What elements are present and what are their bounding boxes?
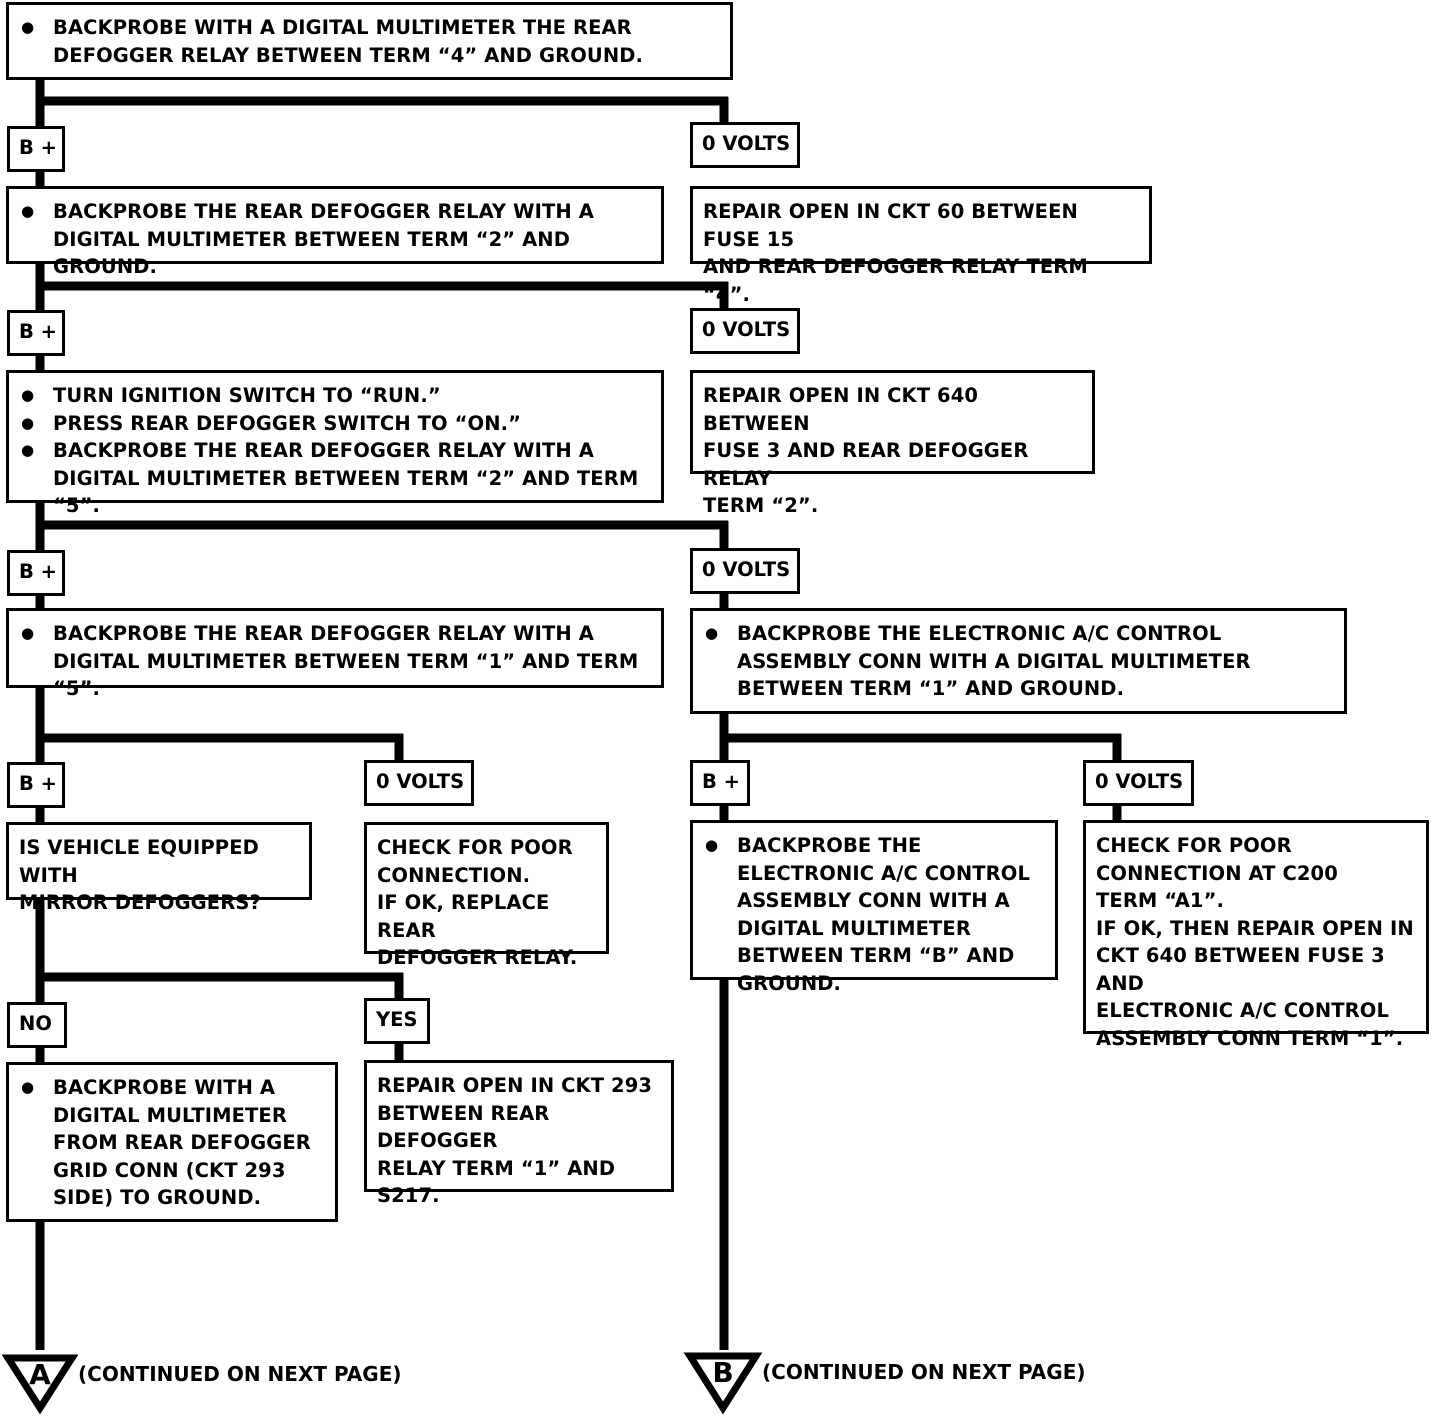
check-text: CHECK FOR POOR CONNECTION AT C200 TERM “…: [1096, 834, 1414, 1050]
continued-note-a: (CONTINUED ON NEXT PAGE): [78, 1362, 402, 1386]
repair-box-ckt-640-fuse-3: REPAIR OPEN IN CKT 640 BETWEEN FUSE 3 AN…: [690, 370, 1095, 517]
connector-b-letter: B: [712, 1356, 734, 1389]
step-bullet: BACKPROBE THE REAR DEFOGGER RELAY WITH A…: [19, 198, 651, 281]
step-bullet: TURN IGNITION SWITCH TO “RUN.”: [19, 382, 651, 410]
check-text: CHECK FOR POOR CONNECTION. IF OK, REPLAC…: [377, 836, 578, 969]
answer-label-yes: YES: [364, 998, 430, 1044]
result-label-zero-volts: 0 VOLTS: [1083, 760, 1194, 806]
step-box-relay-term-4: BACKPROBE WITH A DIGITAL MULTIMETER THE …: [6, 2, 733, 80]
connector-a-letter: A: [29, 1358, 51, 1391]
answer-label-no: NO: [7, 1002, 67, 1048]
step-box-ignition-run: TURN IGNITION SWITCH TO “RUN.” PRESS REA…: [6, 370, 664, 517]
repair-text: REPAIR OPEN IN CKT 640 BETWEEN FUSE 3 AN…: [703, 384, 1029, 517]
result-label-bplus: B +: [7, 762, 65, 808]
step-box-ac-control-term-b: BACKPROBE THE ELECTRONIC A/C CONTROL ASS…: [690, 820, 1058, 995]
result-label-zero-volts: 0 VOLTS: [364, 760, 474, 806]
step-bullet: PRESS REAR DEFOGGER SWITCH TO “ON.”: [19, 410, 651, 438]
step-bullet: BACKPROBE THE REAR DEFOGGER RELAY WITH A…: [19, 620, 651, 703]
step-bullet: BACKPROBE THE ELECTRONIC A/C CONTROL ASS…: [703, 832, 1045, 997]
check-box-replace-relay: CHECK FOR POOR CONNECTION. IF OK, REPLAC…: [364, 822, 609, 969]
step-box-relay-term-2-ground: BACKPROBE THE REAR DEFOGGER RELAY WITH A…: [6, 186, 664, 278]
continued-note-b: (CONTINUED ON NEXT PAGE): [762, 1360, 1086, 1384]
repair-text: REPAIR OPEN IN CKT 293 BETWEEN REAR DEFO…: [377, 1074, 653, 1207]
step-bullet: BACKPROBE THE REAR DEFOGGER RELAY WITH A…: [19, 437, 651, 520]
result-label-bplus: B +: [7, 310, 65, 356]
step-box-relay-term-1-5: BACKPROBE THE REAR DEFOGGER RELAY WITH A…: [6, 608, 664, 700]
result-label-bplus: B +: [690, 760, 750, 806]
repair-text: REPAIR OPEN IN CKT 60 BETWEEN FUSE 15 AN…: [703, 200, 1088, 306]
result-label-zero-volts: 0 VOLTS: [690, 122, 800, 168]
step-box-ac-control-term-1: BACKPROBE THE ELECTRONIC A/C CONTROL ASS…: [690, 608, 1347, 714]
check-box-c200-a1: CHECK FOR POOR CONNECTION AT C200 TERM “…: [1083, 820, 1429, 1050]
question-text: IS VEHICLE EQUIPPED WITH MIRROR DEFOGGER…: [19, 836, 261, 914]
step-bullet: BACKPROBE WITH A DIGITAL MULTIMETER THE …: [19, 14, 720, 69]
step-box-grid-conn-ckt-293: BACKPROBE WITH A DIGITAL MULTIMETER FROM…: [6, 1062, 338, 1222]
result-label-zero-volts: 0 VOLTS: [690, 308, 800, 354]
result-label-zero-volts: 0 VOLTS: [690, 548, 800, 594]
result-label-bplus: B +: [7, 126, 65, 172]
step-bullet: BACKPROBE WITH A DIGITAL MULTIMETER FROM…: [19, 1074, 325, 1212]
repair-box-ckt-293: REPAIR OPEN IN CKT 293 BETWEEN REAR DEFO…: [364, 1060, 674, 1207]
repair-box-ckt-60: REPAIR OPEN IN CKT 60 BETWEEN FUSE 15 AN…: [690, 186, 1152, 306]
result-label-bplus: B +: [7, 550, 65, 596]
question-box-mirror-defoggers: IS VEHICLE EQUIPPED WITH MIRROR DEFOGGER…: [6, 822, 312, 914]
step-bullet: BACKPROBE THE ELECTRONIC A/C CONTROL ASS…: [703, 620, 1334, 703]
